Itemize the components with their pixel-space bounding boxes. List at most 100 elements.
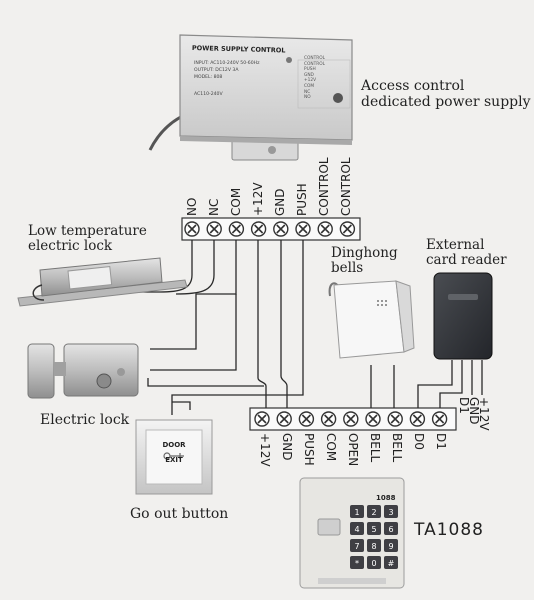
bottom-terminal-strip (249, 407, 457, 431)
keypad-key (384, 539, 398, 552)
screw-cross (346, 414, 356, 424)
power-supply-caption-line1: Access control (361, 78, 465, 94)
top-terminal-label: PUSH (295, 183, 309, 216)
keypad-key (384, 522, 398, 535)
bottom-terminal-label: +12V (258, 433, 272, 467)
screw-cross (257, 414, 267, 424)
card-reader-caption-line2: card reader (426, 252, 507, 268)
bottom-terminal-label: D0 (412, 433, 426, 450)
power-supply-caption-line2: dedicated power supply (361, 94, 531, 110)
keypad-key (367, 539, 381, 552)
bottom-terminal-label: OPEN (346, 433, 360, 467)
power-supply-panel-line: INPUT: AC110-240V 50-60Hz (194, 61, 260, 66)
screw-cross (342, 224, 352, 234)
keypad-key (350, 556, 364, 569)
card-reader-caption: External card reader (426, 238, 507, 268)
bottom-terminal-label: GND (280, 433, 294, 461)
power-supply-side-label: NO (304, 95, 311, 101)
exit-plate-line1: DOOR (162, 441, 186, 449)
keypad-key (384, 556, 398, 569)
dinghong-bells-image (328, 280, 415, 359)
keypad-key-label: 9 (388, 542, 393, 551)
screw-cross (187, 224, 197, 234)
power-supply-unit (148, 34, 353, 161)
top-terminal-label: NC (207, 198, 221, 216)
top-terminal-label: GND (273, 188, 287, 216)
power-supply-side-label: CONTROL (304, 61, 325, 67)
top-terminal-strip (181, 217, 361, 241)
low-temp-lock-caption-line1: Low temperature (28, 223, 147, 239)
card-reader-image (433, 272, 493, 360)
keypad-key-label: 6 (388, 525, 393, 534)
keypad-key-label: 1 (354, 508, 359, 517)
power-supply-caption: Access control dedicated power supply (361, 78, 531, 110)
keypad-key (367, 522, 381, 535)
keypad-key-label: 8 (371, 542, 376, 551)
card-reader-caption-line1: External (426, 237, 485, 253)
exit-button-image (135, 419, 213, 495)
bottom-terminal-label: PUSH (302, 433, 316, 466)
screw-cross (412, 414, 422, 424)
power-supply-side-label: CONTROL (304, 56, 325, 61)
keypad-key-label: 7 (354, 542, 359, 551)
keypad-key-label: 3 (388, 508, 393, 517)
screw-cross (231, 224, 241, 234)
power-supply-panel-line: OUTPUT: DC12V 3A (194, 68, 239, 73)
exit-button-caption: Go out button (130, 506, 229, 522)
top-terminal-label: COM (229, 187, 243, 216)
screw-cross (368, 414, 378, 424)
low-temp-lock-caption-line2: electric lock (28, 238, 113, 254)
screw-cross (298, 224, 308, 234)
power-supply-side-label: PUSH (304, 67, 316, 73)
screw-cross (279, 414, 289, 424)
power-supply-panel-lines: INPUT: AC110-240V 50-60Hz OUTPUT: DC12V … (194, 60, 260, 98)
power-supply-side-label: +12V (304, 78, 317, 84)
top-terminal-label: +12V (251, 182, 265, 216)
exit-plate-text: DOOR EXIT (156, 440, 192, 470)
keypad-key (350, 505, 364, 518)
screw-cross (276, 224, 286, 234)
bottom-terminal-label: BELL (390, 433, 404, 463)
bottom-terminal-label: BELL (368, 433, 382, 463)
keypad-key (350, 539, 364, 552)
bottom-terminal-label: COM (324, 433, 338, 462)
top-terminal-label: CONTROL (339, 157, 353, 216)
screw-cross (209, 224, 219, 234)
controller-brand: 1088 (376, 494, 396, 502)
screw-cross (320, 224, 330, 234)
power-supply-side-label: NC (304, 89, 311, 95)
top-terminal-label: CONTROL (317, 157, 331, 216)
screw-cross (390, 414, 400, 424)
card-reader-wire-label: +12V (477, 397, 491, 431)
power-supply-panel-line: MODEL: 808 (194, 75, 223, 80)
keypad-key-label: 5 (371, 525, 376, 534)
screw-cross (254, 224, 264, 234)
keypad-key-label: 4 (354, 525, 359, 534)
electric-lock-caption: Electric lock (40, 412, 130, 428)
bottom-terminal-label: D1 (434, 433, 448, 450)
screw-cross (435, 414, 445, 424)
screw-cross (301, 414, 311, 424)
power-supply-side-label: GND (304, 72, 314, 78)
bells-caption: Dinghong bells (331, 246, 398, 276)
keypad-key-label: # (388, 559, 395, 568)
keypad-key-label: 0 (371, 559, 376, 568)
low-temperature-lock-image (17, 257, 188, 307)
bells-caption-line2: bells (331, 260, 364, 276)
power-supply-side-label: COM (304, 83, 315, 89)
exit-plate-line2: EXIT (165, 456, 183, 464)
power-supply-panel-line: AC110-240V (194, 92, 223, 97)
low-temp-lock-caption: Low temperature electric lock (28, 224, 147, 254)
keypad-key (350, 522, 364, 535)
bells-caption-line1: Dinghong (331, 245, 398, 261)
keypad-key-label: * (355, 559, 359, 568)
controller-model-label: TA1088 (414, 520, 484, 540)
power-supply-side-labels: CONTROL CONTROL PUSH GND +12V COM NC NO (304, 56, 325, 101)
electric-lock-image (27, 343, 139, 399)
wires (138, 240, 483, 415)
keypad-key (367, 505, 381, 518)
keypad-key (384, 505, 398, 518)
top-terminal-label: NO (185, 197, 199, 216)
